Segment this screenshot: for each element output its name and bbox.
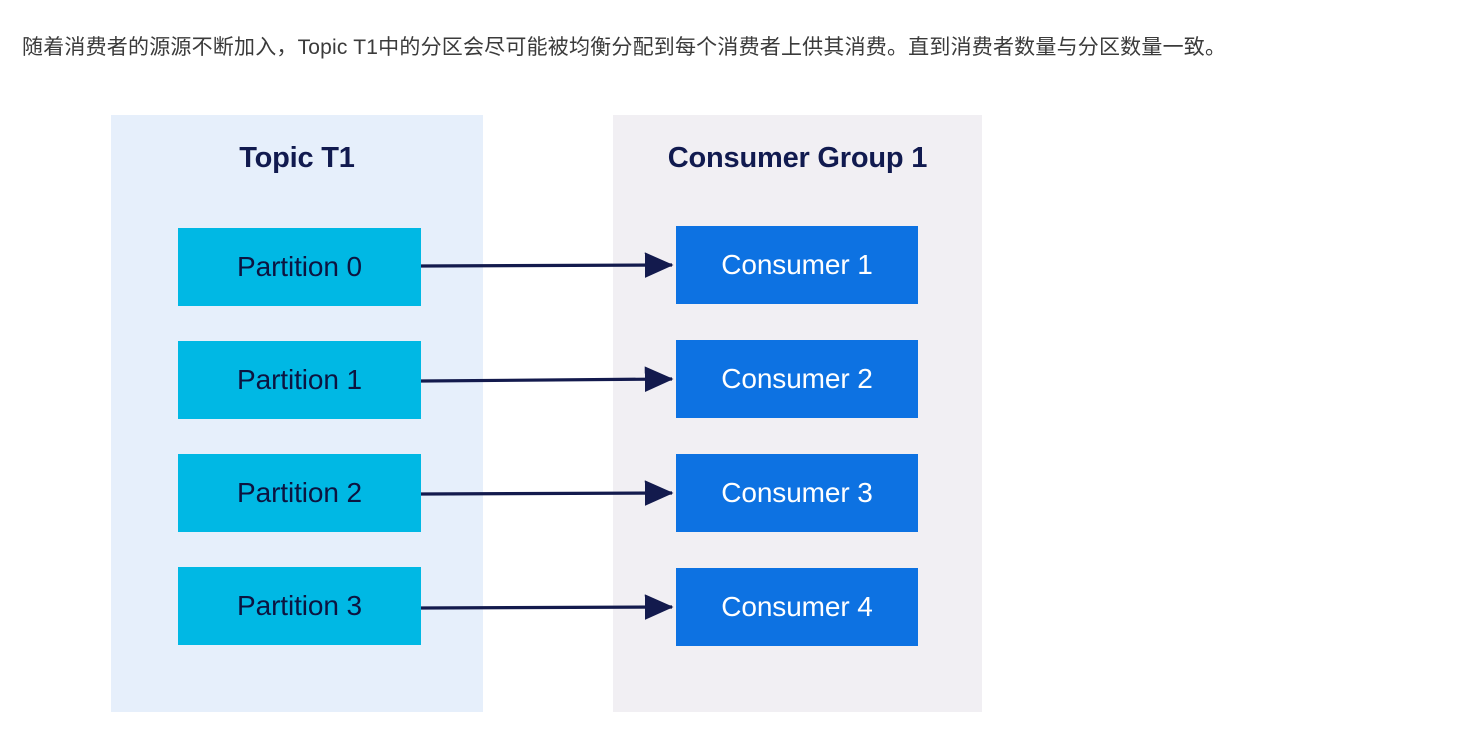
consumer-box-4[interactable]: Consumer 4: [676, 568, 918, 646]
consumer-label: Consumer 2: [721, 363, 873, 394]
topic-panel-title: Topic T1: [239, 142, 355, 174]
consumer-group-panel-title: Consumer Group 1: [667, 142, 928, 174]
partition-label: Partition 2: [237, 477, 362, 508]
consumer-label: Consumer 1: [721, 249, 873, 280]
partition-label: Partition 0: [237, 251, 362, 282]
partition-label: Partition 3: [237, 590, 362, 621]
consumer-box-1[interactable]: Consumer 1: [676, 226, 918, 304]
partition-label: Partition 1: [237, 364, 362, 395]
consumer-box-3[interactable]: Consumer 3: [676, 454, 918, 532]
consumer-label: Consumer 3: [721, 477, 873, 508]
consumer-label: Consumer 4: [721, 591, 873, 622]
partition-box-1[interactable]: Partition 1: [178, 341, 421, 419]
partition-box-2[interactable]: Partition 2: [178, 454, 421, 532]
consumer-box-2[interactable]: Consumer 2: [676, 340, 918, 418]
partition-box-0[interactable]: Partition 0: [178, 228, 421, 306]
caption-text: 随着消费者的源源不断加入，Topic T1中的分区会尽可能被均衡分配到每个消费者…: [22, 36, 1227, 59]
partition-box-3[interactable]: Partition 3: [178, 567, 421, 645]
